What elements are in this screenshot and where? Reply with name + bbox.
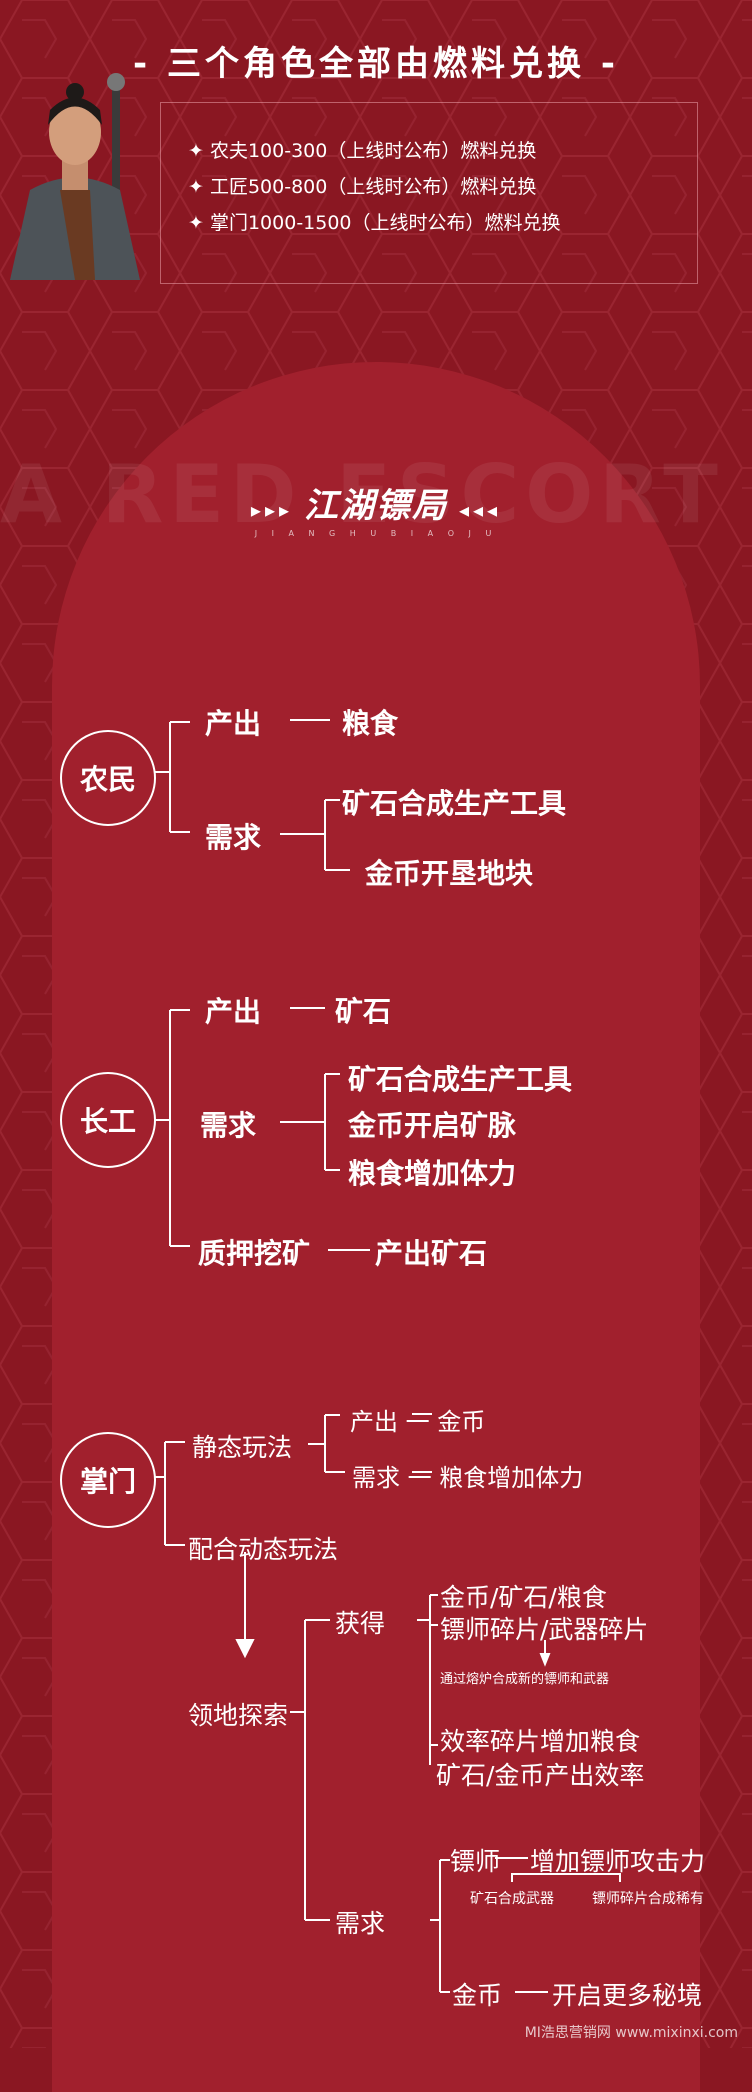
logo-title: 江湖镖局 — [304, 486, 448, 526]
master-gain-note: 通过熔炉合成新的镖师和武器 — [440, 1672, 610, 1687]
master-gain-3: 效率碎片增加粮食 — [440, 1727, 641, 1756]
master-gain-4: 矿石/金币产出效率 — [436, 1761, 645, 1790]
role-master: 掌门 — [60, 1432, 156, 1528]
master-need-escort: 镖师 — [450, 1847, 501, 1876]
master-static-output: 产出 一 金币 — [350, 1408, 486, 1436]
master-gain-1: 金币/矿石/粮食 — [440, 1583, 607, 1612]
worker-need-label: 需求 — [200, 1109, 257, 1142]
worker-need-1: 矿石合成生产工具 — [348, 1063, 573, 1096]
exchange-box — [160, 102, 698, 284]
worker-output-label: 产出 — [205, 995, 262, 1028]
master-explore-label: 领地探索 — [188, 1701, 289, 1730]
farmer-need-label: 需求 — [205, 821, 262, 854]
master-gain-label: 获得 — [335, 1609, 386, 1638]
worker-pledge-value: 产出矿石 — [375, 1237, 488, 1270]
logo: ▸▸▸ 江湖镖局 ◂◂◂ J I A N G H U B I A O J U — [0, 478, 752, 538]
worker-pledge-label: 质押挖矿 — [198, 1237, 311, 1270]
logo-arrows-right: ◂◂◂ — [448, 498, 502, 522]
header-title: - 三个角色全部由燃料兑换 - — [133, 44, 619, 84]
arch-panel — [52, 362, 700, 2092]
exchange-line-craftsman: ✦ 工匠500-800（上线时公布）燃料兑换 — [188, 176, 537, 198]
logo-subtitle: J I A N G H U B I A O J U — [254, 529, 498, 538]
logo-text: ▸▸▸ 江湖镖局 ◂◂◂ — [0, 478, 752, 527]
master-need-note-1: 矿石合成武器 — [470, 1891, 554, 1907]
master-need-note-2: 镖师碎片合成稀有 — [592, 1891, 704, 1907]
worker-need-2: 金币开启矿脉 — [348, 1109, 517, 1142]
watermark-text: A RED ESCORT — [0, 448, 724, 541]
worker-need-3: 粮食增加体力 — [348, 1157, 517, 1190]
role-farmer: 农民 — [60, 730, 156, 826]
farmer-output-label: 产出 — [205, 707, 262, 740]
master-static-label: 静态玩法 — [192, 1433, 293, 1462]
master-static-need: 需求 一 粮食增加体力 — [352, 1464, 584, 1492]
farmer-output-value: 粮食 — [342, 707, 399, 740]
master-dynamic-label: 配合动态玩法 — [188, 1535, 339, 1564]
footer-watermark: MI浩思营销网 www.mixinxi.com — [524, 2025, 738, 2041]
exchange-line-farmer: ✦ 农夫100-300（上线时公布）燃料兑换 — [188, 140, 537, 162]
master-need-escort-value: 增加镖师攻击力 — [530, 1847, 706, 1876]
worker-output-value: 矿石 — [335, 995, 392, 1028]
master-need-label: 需求 — [335, 1909, 386, 1938]
character-portrait — [10, 73, 140, 280]
tree-connectors — [155, 719, 621, 1993]
role-worker: 长工 — [60, 1072, 156, 1168]
master-need-gold-value: 开启更多秘境 — [552, 1981, 703, 2010]
master-gain-2: 镖师碎片/武器碎片 — [440, 1615, 649, 1644]
master-need-gold: 金币 — [452, 1981, 503, 2010]
exchange-line-master: ✦ 掌门1000-1500（上线时公布）燃料兑换 — [188, 212, 561, 234]
logo-arrows-left: ▸▸▸ — [250, 498, 304, 522]
farmer-need-2: 金币开垦地块 — [365, 857, 534, 890]
farmer-need-1: 矿石合成生产工具 — [342, 787, 567, 820]
